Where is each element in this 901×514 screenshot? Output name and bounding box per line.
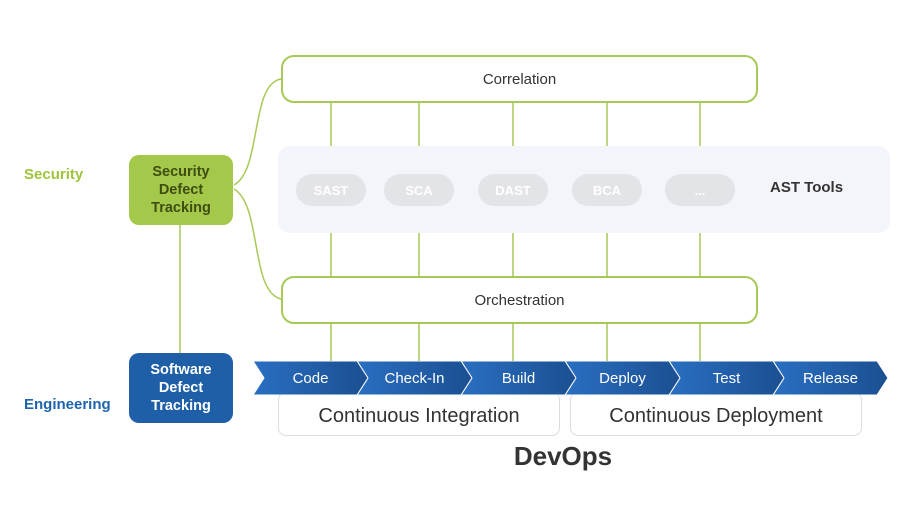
orchestration-label: Orchestration <box>474 291 565 309</box>
ast-tool-pill[interactable]: SAST <box>296 174 366 206</box>
chevron-arrow-shape <box>253 361 368 395</box>
continuous-integration-label: Continuous Integration <box>318 405 520 427</box>
pipeline-stage[interactable]: Test <box>669 361 784 395</box>
ast-tool-pill[interactable]: SCA <box>384 174 454 206</box>
pipeline-stage-label: Check-In <box>384 369 445 387</box>
pipeline-stage-label: Test <box>712 369 741 387</box>
continuous-deployment-label: Continuous Deployment <box>609 405 823 427</box>
pipeline-stage[interactable]: Deploy <box>565 361 680 395</box>
software-defect-tracking-box[interactable]: Software Defect Tracking <box>129 353 233 423</box>
pipeline-stage[interactable]: Build <box>461 361 576 395</box>
chevron-arrow-shape <box>461 361 576 395</box>
orchestration-bar[interactable]: Orchestration <box>281 276 758 324</box>
ast-tool-pill[interactable]: BCA <box>572 174 642 206</box>
chevron-arrow-shape <box>773 361 888 395</box>
engineering-label: Engineering <box>24 396 111 413</box>
ast-tools-label: AST Tools <box>770 179 844 196</box>
pipeline-stage[interactable]: Check-In <box>357 361 472 395</box>
devops-title: DevOps <box>513 441 613 471</box>
continuous-deployment-box: Continuous Deployment <box>570 392 862 436</box>
security-label: Security <box>24 166 84 183</box>
pipeline-stage-label: Code <box>292 369 329 387</box>
chevron-arrow-shape <box>669 361 784 395</box>
ast-tool-pill[interactable]: DAST <box>478 174 548 206</box>
pipeline-stage-label: Deploy <box>599 369 646 387</box>
link-tracker-correlation <box>233 78 282 186</box>
pipeline-stage-label: Release <box>802 369 859 387</box>
pipeline-stage[interactable]: Release <box>773 361 888 395</box>
correlation-bar[interactable]: Correlation <box>281 55 758 103</box>
chevron-arrow-shape <box>357 361 472 395</box>
ast-tool-pill[interactable]: ... <box>665 174 735 206</box>
security-defect-tracking-box[interactable]: Security Defect Tracking <box>129 155 233 225</box>
software-defect-tracking-label: Software Defect Tracking <box>150 362 212 414</box>
continuous-integration-box: Continuous Integration <box>278 392 560 436</box>
correlation-label: Correlation <box>482 70 557 88</box>
security-defect-tracking-label: Security Defect Tracking <box>151 164 211 216</box>
link-tracker-orchestration <box>233 188 282 300</box>
chevron-arrow-shape <box>565 361 680 395</box>
pipeline-stage[interactable]: Code <box>253 361 368 395</box>
pipeline-stage-label: Build <box>501 369 536 387</box>
